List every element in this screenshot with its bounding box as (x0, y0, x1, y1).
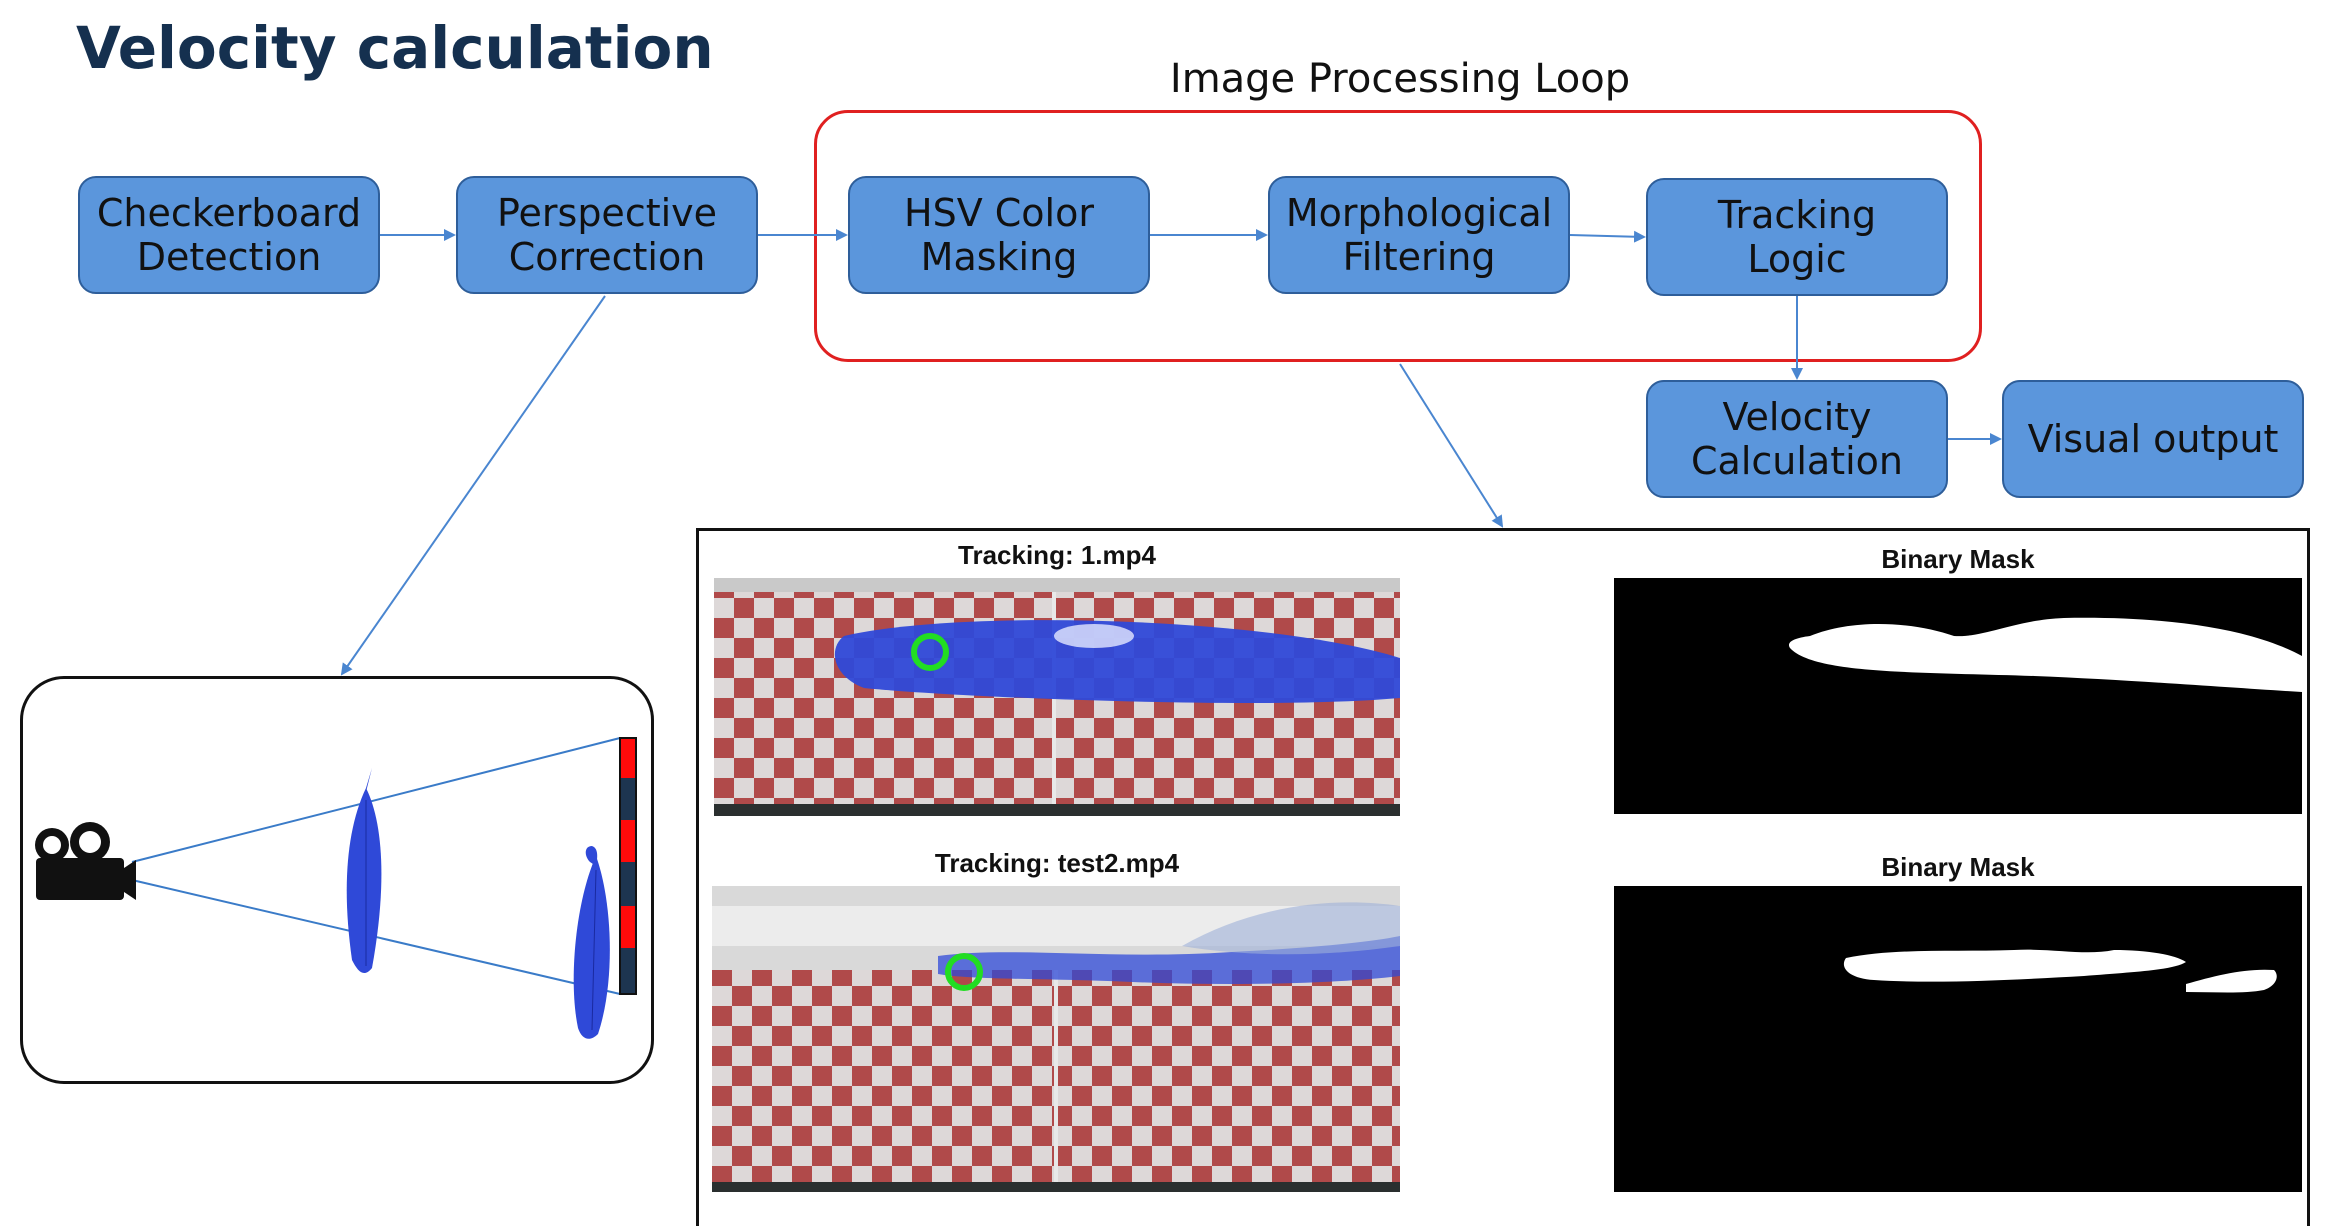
node-velocity-calculation: Velocity Calculation (1646, 380, 1948, 498)
tracking-2-title: Tracking: test2.mp4 (934, 848, 1180, 878)
mask-2-title: Binary Mask (1881, 852, 2035, 882)
page-title: Velocity calculation (76, 14, 714, 82)
video-camera-icon (35, 822, 136, 900)
tracking-1-title: Tracking: 1.mp4 (958, 540, 1156, 570)
mask-1-title: Binary Mask (1881, 544, 2035, 574)
node-visual-output: Visual output (2002, 380, 2304, 498)
arrow-loop-to-panel (1399, 363, 1504, 528)
tracker-circle-2 (945, 953, 983, 991)
tracking-frame-2 (712, 886, 1400, 1192)
loop-label: Image Processing Loop (1169, 56, 1631, 102)
arrow-morph-to-tracking (1569, 230, 1646, 243)
fish-icon (346, 768, 382, 974)
binary-mask-1 (1614, 578, 2302, 814)
tracker-circle-1 (911, 633, 949, 671)
node-tracking-logic: Tracking Logic (1646, 178, 1948, 296)
arrow-perspective-to-camera (340, 295, 606, 676)
tracking-frame-1 (714, 578, 1400, 816)
node-checkerboard-detection: Checkerboard Detection (78, 176, 380, 294)
node-hsv-color-masking: HSV Color Masking (848, 176, 1150, 294)
binary-mask-2 (1614, 886, 2302, 1192)
fish-far-icon (573, 846, 610, 1039)
node-morphological-filtering: Morphological Filtering (1268, 176, 1570, 294)
scale-bar-icon (619, 737, 637, 995)
node-perspective-correction: Perspective Correction (456, 176, 758, 294)
